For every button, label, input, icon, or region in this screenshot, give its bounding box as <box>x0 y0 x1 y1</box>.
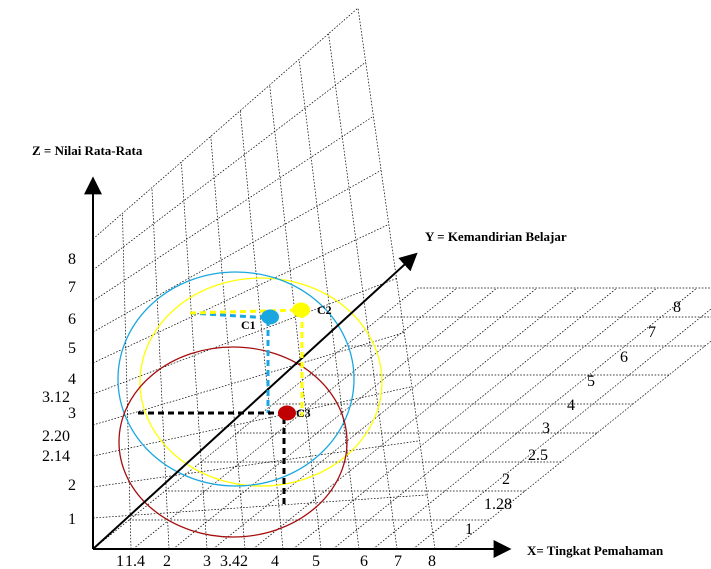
x-tick: 8 <box>428 553 436 569</box>
z-tick: 1 <box>68 511 76 528</box>
z-tick: 5 <box>68 340 76 357</box>
c2-guide <box>189 308 301 315</box>
floor-grid-line <box>452 340 711 550</box>
wall-grid-line <box>92 278 397 395</box>
axes <box>84 176 512 558</box>
x-tick: 6 <box>360 553 368 569</box>
wall-grid-line <box>151 187 170 550</box>
y-tick: 6 <box>620 349 628 366</box>
x-axis-title: X= Tingkat Pemahaman <box>527 543 664 558</box>
y-tick-labels: 1 1.28 2 2.5 3 4 5 6 7 8 <box>465 299 681 538</box>
x-tick: 3 <box>203 553 211 569</box>
wall-grid-line <box>269 84 322 550</box>
cluster-point-c3 <box>278 405 296 421</box>
y-tick: 3 <box>542 420 550 437</box>
z-tick: 2.14 <box>42 448 70 465</box>
x-tick-labels: 1 1.4 2 3 3.42 4 5 6 7 8 <box>116 553 436 569</box>
cluster-point-c1 <box>261 309 279 325</box>
floor-grid-line <box>412 308 711 550</box>
y-tick: 1 <box>465 521 473 538</box>
y-tick: 4 <box>567 397 575 414</box>
floor-grid-line <box>172 287 498 550</box>
cluster-circle-c3 <box>118 346 348 538</box>
x-tick: 5 <box>312 553 320 569</box>
y-axis-title: Y = Kemandirian Belajar <box>425 229 567 244</box>
wall-grid-line <box>92 440 420 488</box>
y-tick: 7 <box>648 324 656 341</box>
z-tick: 3 <box>68 405 76 422</box>
x-tick: 1.4 <box>125 553 145 569</box>
wall-grid-line <box>92 224 389 364</box>
z-tick: 7 <box>68 279 76 296</box>
y-tick: 5 <box>587 373 595 390</box>
wall-grid-line <box>92 61 366 271</box>
z-tick: 4 <box>68 371 76 388</box>
z-tick: 2 <box>68 477 76 494</box>
floor-grid-line <box>252 287 578 550</box>
x-tick: 1 <box>116 553 124 569</box>
wall-grid-line <box>180 161 208 550</box>
x-tick: 2 <box>163 553 171 569</box>
z-axis-title: Z = Nilai Rata-Rata <box>32 143 143 158</box>
z-tick-labels: 1 2 2.14 2.20 3 3.12 4 5 6 7 8 <box>42 251 76 528</box>
wall-grid-line <box>92 115 374 302</box>
z-tick: 2.20 <box>42 428 70 445</box>
cluster-label-c2: C2 <box>317 303 332 317</box>
y-tick: 8 <box>673 299 681 316</box>
cluster-circle-c1 <box>117 271 355 487</box>
cluster-label-c1: C1 <box>241 318 256 332</box>
floor-grid-line <box>92 287 418 550</box>
floor-grid-line <box>332 287 658 550</box>
wall-grid-line <box>298 59 360 550</box>
x-tick: 3.42 <box>220 553 248 569</box>
cluster-circles <box>117 271 383 538</box>
z-tick: 8 <box>68 251 76 268</box>
x-tick: 4 <box>271 553 279 569</box>
x-tick: 7 <box>394 553 402 569</box>
z-tick: 3.12 <box>42 389 70 406</box>
y-tick: 2.5 <box>528 447 548 464</box>
wall-grid-line <box>92 494 428 519</box>
floor-grid-line <box>292 287 618 550</box>
cluster-label-c3: C3 <box>296 406 311 420</box>
y-tick: 2 <box>502 471 510 488</box>
wall-grid-line <box>92 7 359 240</box>
projection-guides <box>138 308 304 505</box>
cluster-point-c2 <box>292 302 310 318</box>
cluster-points <box>261 302 310 421</box>
grid <box>92 7 711 550</box>
y-axis-line <box>92 252 418 550</box>
floor-grid-line <box>372 287 698 550</box>
cluster-circle-c2 <box>139 277 383 487</box>
floor-grid-line <box>132 287 458 550</box>
y-tick: 1.28 <box>484 496 512 513</box>
z-tick: 6 <box>68 311 76 328</box>
wall-grid-line <box>92 169 382 333</box>
